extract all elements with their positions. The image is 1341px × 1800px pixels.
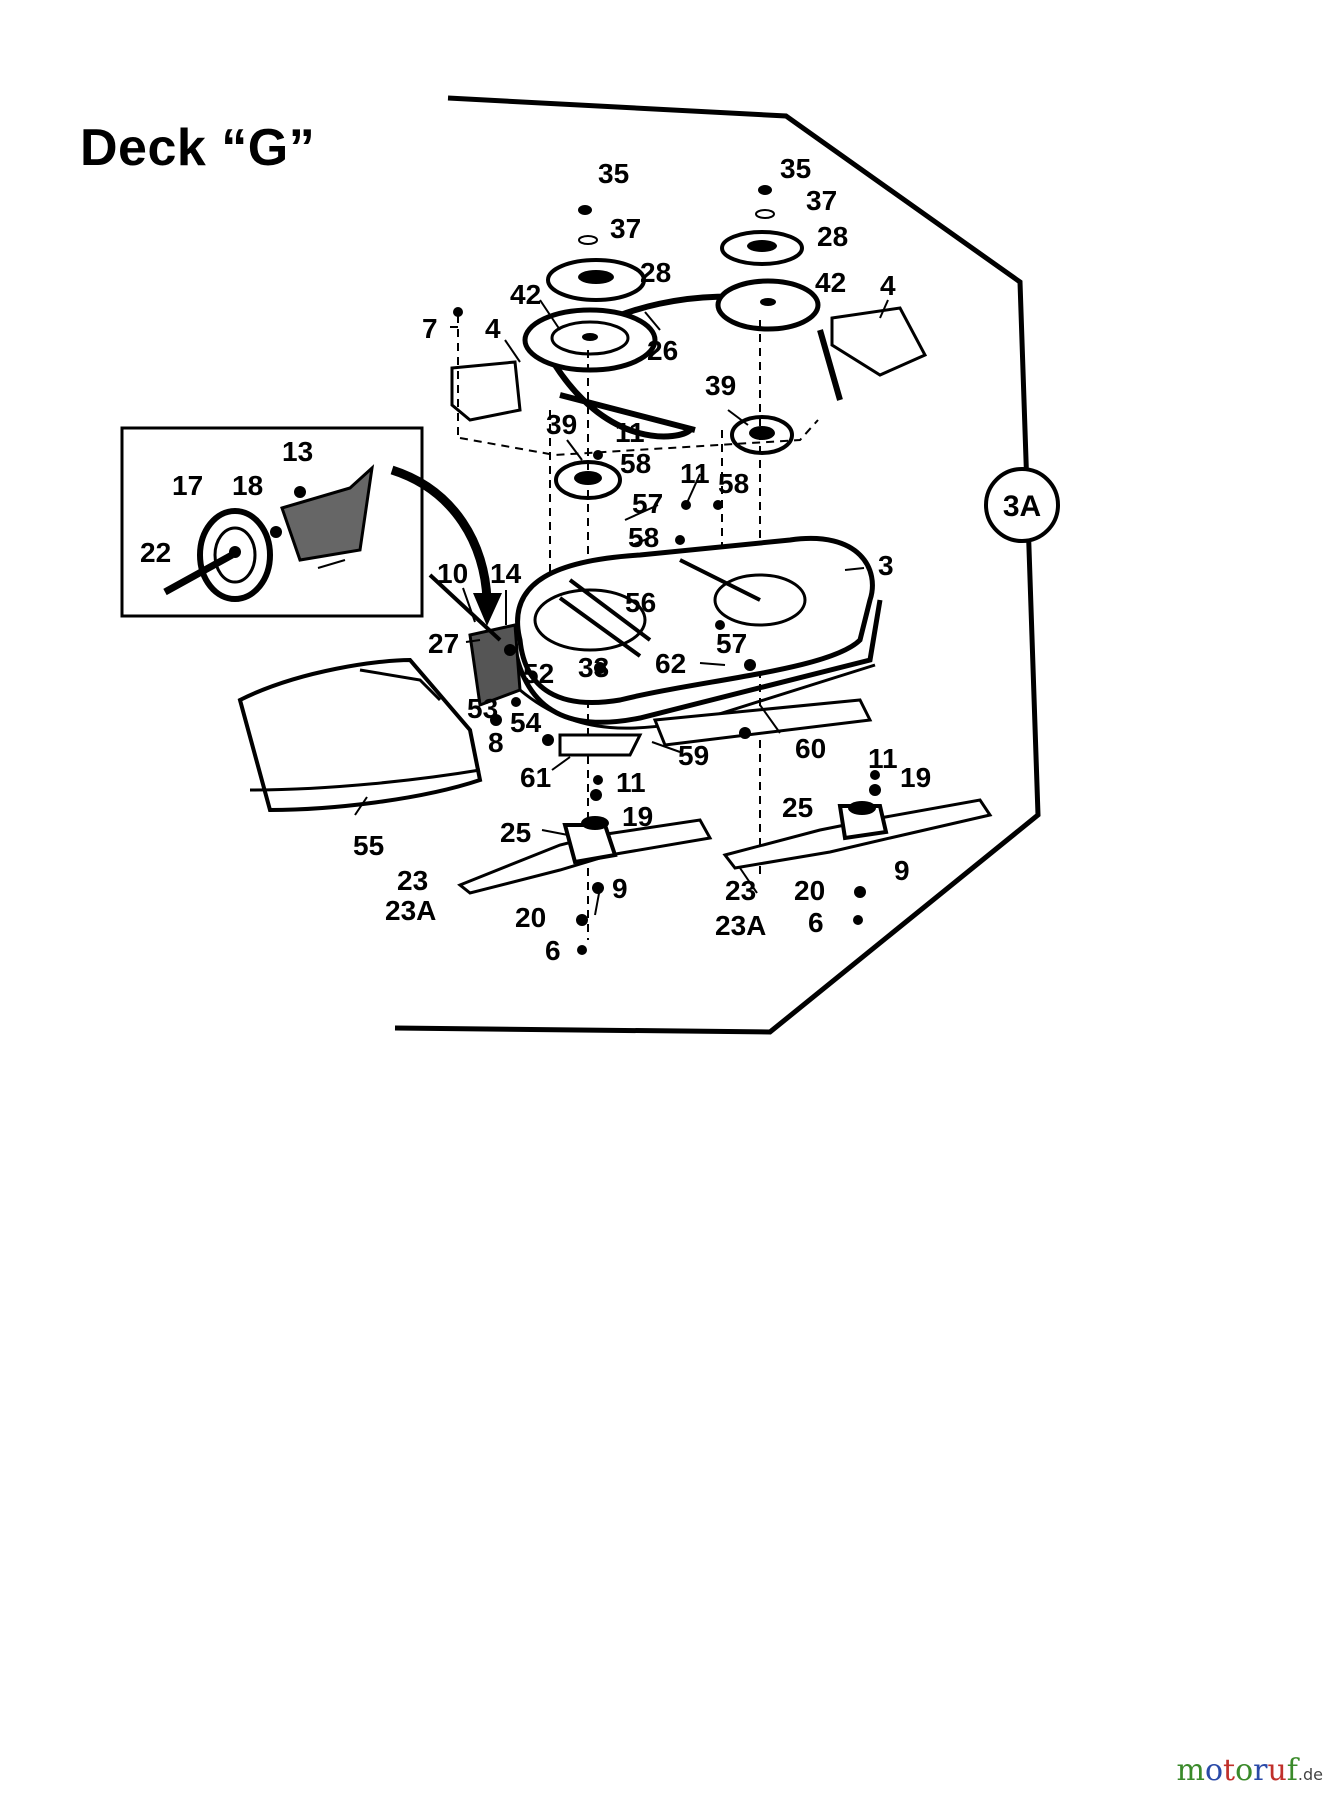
discharge-chute (237, 657, 483, 813)
watermark-letter: r (1253, 1753, 1268, 1788)
part-label: 53 (467, 693, 498, 724)
part-label: 42 (815, 267, 846, 298)
part-label: 42 (510, 279, 541, 310)
part-label: 17 (172, 470, 203, 501)
leader-lines (317, 299, 889, 916)
part-label: 28 (640, 257, 671, 288)
part-label: 25 (500, 817, 531, 848)
watermark-letter: o (1235, 1753, 1254, 1788)
part-label: 37 (806, 185, 837, 216)
part-label: 39 (705, 370, 736, 401)
part-label: 35 (598, 158, 629, 189)
part-label: 11 (616, 767, 646, 798)
baffle-60 (652, 698, 873, 747)
watermark-letter: t (1223, 1753, 1236, 1788)
belt-shield-right (830, 306, 928, 377)
part-label: 11 (680, 458, 710, 489)
part-label: 9 (894, 855, 910, 886)
fasteners (453, 307, 881, 955)
left-blade (457, 816, 713, 895)
part-label: 39 (546, 409, 577, 440)
part-label: 18 (232, 470, 263, 501)
part-label: 4 (485, 313, 501, 344)
watermark-logo: motorufmotoruf.de (1176, 1753, 1323, 1788)
page-title: Deck “G” (80, 119, 316, 177)
part-label: 6 (808, 907, 824, 938)
watermark-letter: o (1204, 1753, 1223, 1788)
part-label: 23A (715, 910, 766, 941)
part-label: 13 (282, 436, 313, 467)
part-label: 11 (868, 743, 898, 774)
watermark-domain: .de (1297, 1765, 1323, 1784)
right-spindle-stack (715, 185, 821, 455)
part-label: 58 (628, 522, 659, 553)
part-label: 55 (353, 830, 384, 861)
right-blade (722, 798, 993, 870)
part-label: 9 (612, 873, 628, 904)
part-label: 23 (397, 865, 428, 896)
part-label: 20 (515, 902, 546, 933)
part-label: 52 (523, 658, 554, 689)
part-label: 54 (510, 707, 542, 738)
inset-frame (120, 426, 424, 618)
drive-belt (552, 293, 843, 440)
part-label: 27 (428, 628, 459, 659)
belt-shield-left (450, 360, 522, 422)
watermark-letter: u (1267, 1753, 1287, 1788)
part-label: 4 (880, 270, 896, 301)
part-label: 35 (780, 153, 811, 184)
callout-boundary (394, 95, 1041, 1035)
watermark-letter: f (1286, 1753, 1298, 1788)
part-label: 3 (878, 550, 894, 581)
part-label: 6 (545, 935, 561, 966)
part-label: 26 (647, 335, 678, 366)
part-label: 10 (437, 558, 468, 589)
direction-arrow (390, 465, 492, 601)
part-label: 57 (716, 628, 747, 659)
part-label: 56 (625, 587, 656, 618)
part-label: 28 (817, 221, 848, 252)
deck-housing (512, 536, 883, 730)
baffle-59 (558, 733, 643, 757)
reference-bubble-label: 3A (1003, 490, 1041, 523)
reference-bubble (984, 467, 1060, 543)
part-label: 19 (900, 762, 931, 793)
part-label: 11 (615, 417, 645, 448)
part-label: 25 (782, 792, 813, 823)
part-label: 8 (488, 727, 504, 758)
part-label: 60 (795, 733, 826, 764)
idler-pulley-inset (163, 464, 375, 602)
part-label: 33 (578, 652, 609, 683)
part-label: 14 (490, 558, 522, 589)
part-label: 59 (678, 740, 709, 771)
part-label: 58 (718, 468, 749, 499)
part-label: 22 (140, 537, 171, 568)
part-labels: 35 37 28 42 35 37 28 42 4 7 4 26 39 11 5… (140, 153, 931, 966)
part-label: 20 (794, 875, 825, 906)
part-label: 23 (725, 875, 756, 906)
part-label: 7 (422, 313, 438, 344)
part-label: 23A (385, 895, 436, 926)
watermark-letter: m (1176, 1753, 1205, 1788)
part-label: 19 (622, 801, 653, 832)
part-label: 61 (520, 762, 551, 793)
part-label: 57 (632, 488, 663, 519)
part-label: 37 (610, 213, 641, 244)
part-label: 62 (655, 648, 686, 679)
part-label: 58 (620, 448, 651, 479)
